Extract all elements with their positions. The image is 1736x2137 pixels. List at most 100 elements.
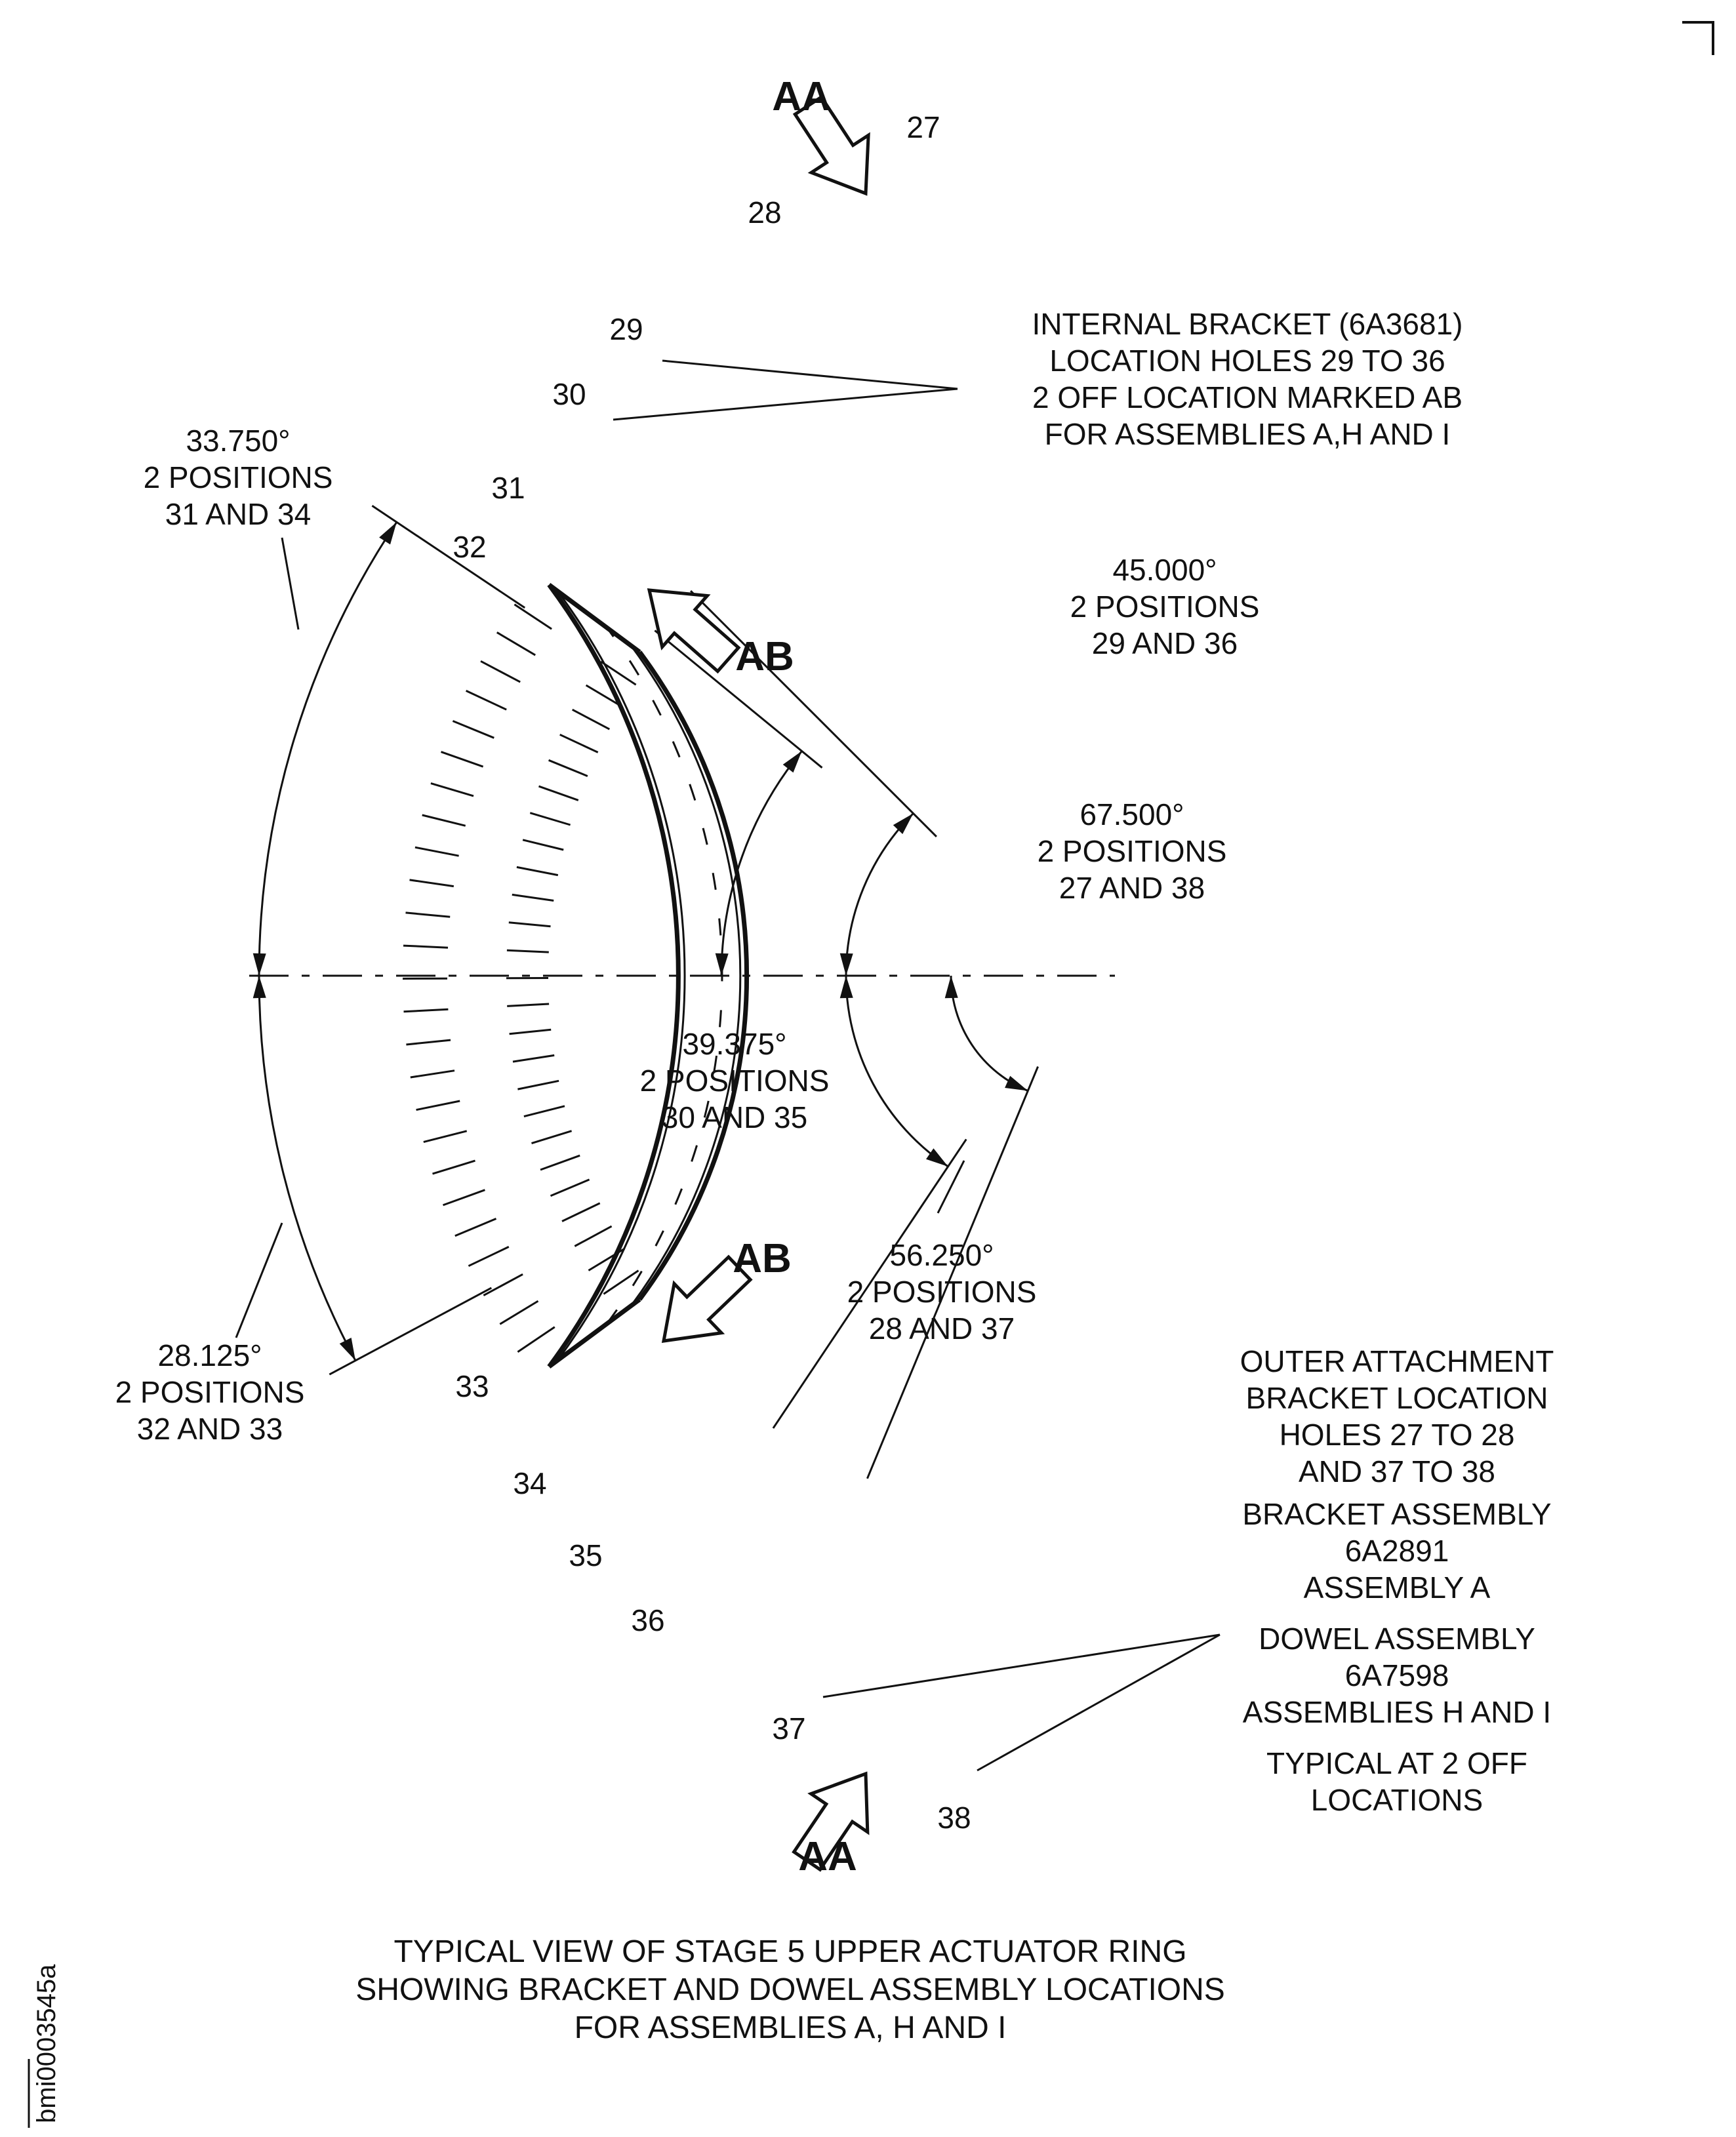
dim-33750-arc (258, 521, 398, 976)
dim-56250-label-line-3: 28 AND 37 (869, 1311, 1015, 1346)
outer-tick (414, 846, 459, 857)
hole-number-32: 32 (453, 530, 486, 564)
inner-tick (588, 1248, 625, 1271)
dim-67500-label-line-3: 27 AND 38 (1059, 871, 1205, 905)
dim-39375-arc-arrow-start (782, 751, 802, 773)
inner-tick (512, 1054, 555, 1063)
outer-tick (403, 1008, 449, 1013)
note-dowel-assembly-line-2: 6A7598 (1345, 1658, 1449, 1692)
leader-dowel-38 (977, 1633, 1221, 1772)
dim-45000-arc-arrow-start (893, 813, 914, 834)
dim-45000-label-line-2: 2 POSITIONS (1070, 589, 1260, 624)
corner-mark (1682, 21, 1714, 55)
note-internal-bracket-line-2: LOCATION HOLES 29 TO 36 (1049, 344, 1445, 378)
dim-28125-label-line-2: 2 POSITIONS (115, 1375, 305, 1409)
note-bracket-assembly-line-1: BRACKET ASSEMBLY (1242, 1497, 1551, 1531)
dim-39375-label-line-2: 2 POSITIONS (640, 1064, 830, 1098)
inner-tick (507, 1003, 550, 1007)
reference-code: bmi0003545a (32, 1964, 61, 2123)
note-bracket-assembly-line-3: ASSEMBLY A (1304, 1570, 1491, 1605)
hole-number-28: 28 (748, 195, 781, 230)
note-internal-bracket-line-4: FOR ASSEMBLIES A,H AND I (1045, 417, 1451, 451)
note-leaders (235, 359, 1221, 1772)
dim-33750-label-line-2: 2 POSITIONS (144, 460, 333, 494)
ring-end-bottom (548, 582, 641, 654)
outer-tick (410, 1069, 455, 1079)
leader-dimension-28125 (235, 1222, 283, 1338)
inner-tick (550, 1178, 590, 1197)
outer-tick (480, 660, 521, 683)
dim-45000-arc-arrow-end (839, 953, 853, 976)
figure-caption-line-2: SHOWING BRACKET AND DOWEL ASSEMBLY LOCAT… (355, 1972, 1225, 2007)
inner-tick (548, 759, 588, 777)
outer-tick (403, 944, 449, 949)
note-bracket-assembly-line-2: 6A2891 (1345, 1534, 1449, 1568)
hole-number-27: 27 (906, 110, 940, 144)
dim-56250-arc (845, 975, 949, 1168)
outer-tick (430, 782, 474, 797)
hole-number-31: 31 (491, 471, 525, 505)
outer-tick (514, 603, 552, 630)
dim-33750-label-line-3: 31 AND 34 (165, 497, 311, 531)
note-dowel-assembly-line-3: ASSEMBLIES H AND I (1243, 1695, 1551, 1729)
inner-tick (508, 921, 551, 928)
hole-number-36: 36 (631, 1603, 664, 1637)
figure-caption-line-1: TYPICAL VIEW OF STAGE 5 UPPER ACTUATOR R… (394, 1934, 1186, 1969)
dim-33750-arc-arrow-end (252, 953, 266, 976)
dim-28125-arc-arrow-end (339, 1338, 355, 1361)
dim-39375-label-line-3: 30 AND 35 (662, 1100, 807, 1134)
view-label-aa-bottom: AA (798, 1834, 857, 1879)
outer-tick (406, 1039, 451, 1046)
leader-internal-30 (613, 388, 958, 421)
dim-45000-label-line-3: 29 AND 36 (1092, 626, 1238, 660)
dim-56250-label-line-2: 2 POSITIONS (847, 1275, 1037, 1309)
inner-tick (559, 733, 599, 753)
dim-56250-arc-arrow-end (926, 1148, 948, 1167)
ext-line-33750 (371, 505, 526, 609)
outer-tick (442, 1189, 485, 1207)
inner-tick (522, 839, 564, 851)
dim-39375-arc-arrow-end (715, 953, 729, 976)
note-internal-bracket-line-1: INTERNAL BRACKET (6A3681) (1032, 307, 1463, 341)
note-internal-bracket-line-3: 2 OFF LOCATION MARKED AB (1032, 380, 1463, 414)
ext-line-28125 (329, 1287, 493, 1376)
inner-tick (603, 1269, 639, 1295)
note-typical-locations-line-2: LOCATIONS (1311, 1783, 1483, 1817)
dim-45000-label-line-1: 45.000° (1112, 553, 1217, 587)
outer-tick (409, 879, 454, 888)
hole-number-37: 37 (772, 1711, 805, 1746)
ext-line-39375 (654, 629, 823, 769)
dim-67500-label-line-1: 67.500° (1080, 797, 1184, 831)
hole-number-35: 35 (569, 1538, 602, 1572)
dim-39375-label-line-1: 39.375° (682, 1027, 786, 1061)
inner-tick (531, 1130, 573, 1145)
labels: 272829303132333435363738AAABABAA33.750°2… (28, 21, 1714, 2128)
note-outer-attachment-line-3: HOLES 27 TO 28 (1280, 1418, 1515, 1452)
inner-tick (561, 1202, 601, 1222)
view-arrow-aa-bottom (792, 1771, 870, 1872)
outer-tick (483, 1273, 523, 1296)
outer-tick (441, 751, 484, 768)
leader-dimension-33750 (281, 537, 300, 630)
outer-tick (499, 1300, 539, 1325)
view-label-ab-lower: AB (733, 1236, 792, 1281)
figure-caption-line-3: FOR ASSEMBLIES A, H AND I (575, 2010, 1007, 2045)
dim-33750-label-line-1: 33.750° (186, 424, 290, 458)
inner-tick (516, 866, 559, 877)
note-outer-attachment-line-2: BRACKET LOCATION (1246, 1381, 1548, 1415)
dim-67500-label-line-2: 2 POSITIONS (1038, 834, 1227, 868)
inner-tick (523, 1105, 565, 1118)
dim-28125-label-line-3: 32 AND 33 (137, 1412, 283, 1446)
hole-number-29: 29 (609, 312, 643, 346)
outer-tick (422, 814, 466, 827)
inner-tick (529, 812, 571, 826)
outer-tick (517, 1326, 555, 1353)
view-arrows (647, 94, 870, 1872)
view-label-ab-upper: AB (735, 634, 794, 679)
dim-28125-arc-arrow-start (252, 976, 266, 999)
dim-67500-arc (950, 975, 1028, 1092)
inner-tick (571, 708, 611, 730)
dim-28125-label-line-1: 28.125° (157, 1338, 262, 1372)
dim-56250-label-line-1: 56.250° (889, 1238, 994, 1272)
